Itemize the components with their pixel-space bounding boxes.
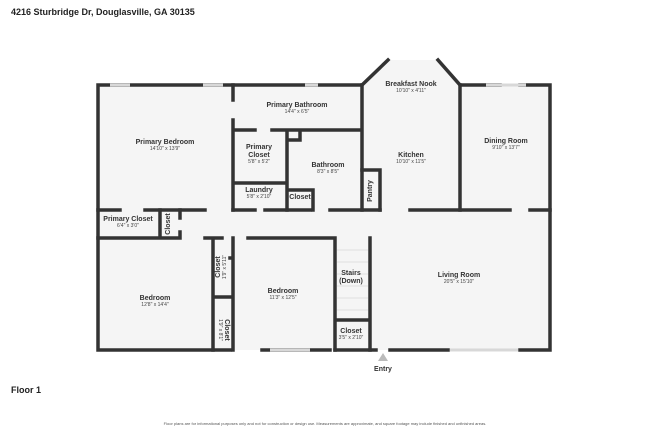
stairs: Stairs(Down) bbox=[339, 269, 363, 285]
disclaimer: Floor plans are for informational purpos… bbox=[163, 421, 487, 426]
entry-label: Entry bbox=[374, 366, 392, 373]
address-title: 4216 Sturbridge Dr, Douglasville, GA 301… bbox=[11, 7, 195, 17]
room-hall-closet: Closet bbox=[164, 213, 172, 235]
floor-label: Floor 1 bbox=[11, 385, 42, 395]
room-pantry: Pantry bbox=[366, 180, 374, 202]
entry-arrow-icon bbox=[378, 353, 388, 361]
room-closet: Closet bbox=[289, 193, 311, 201]
